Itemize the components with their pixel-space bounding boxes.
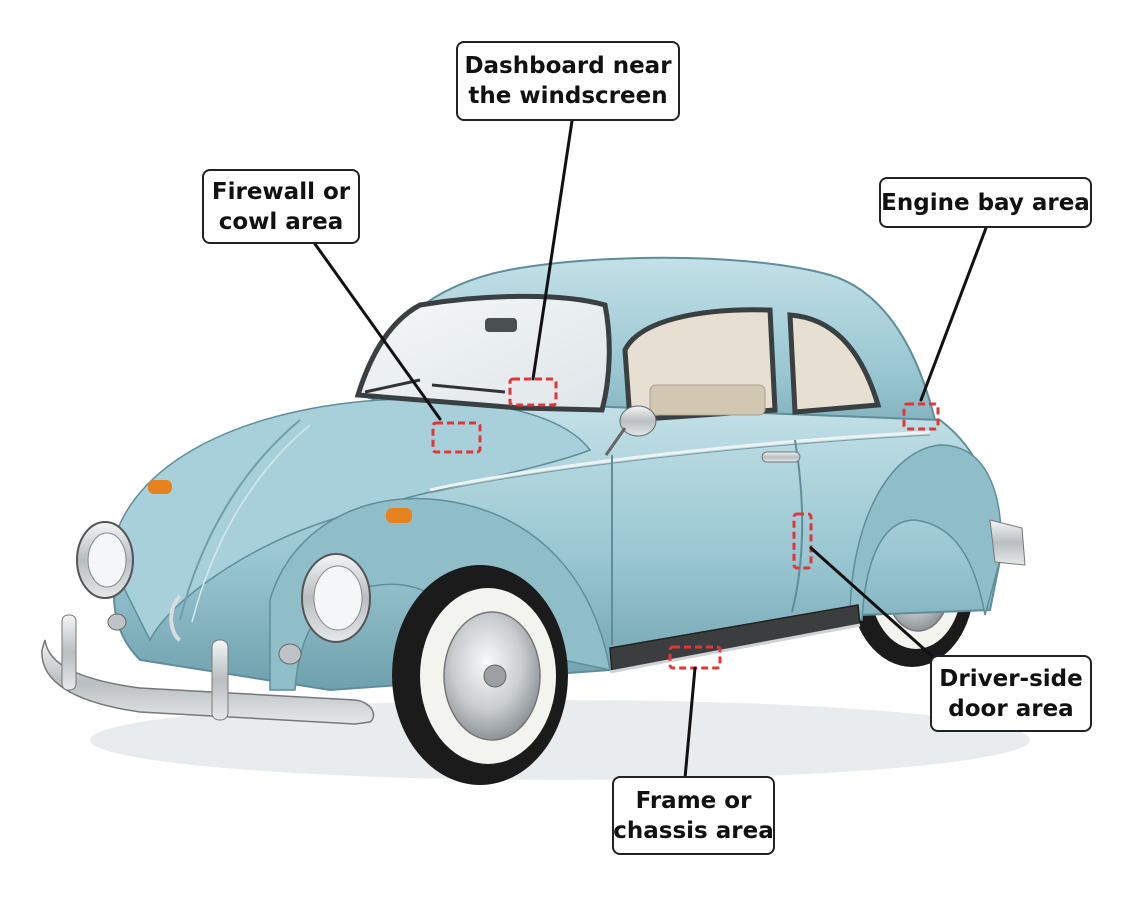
callout-line: Frame or (635, 787, 752, 814)
dashboard-marker (508, 377, 558, 407)
callout-line: door area (948, 695, 1074, 722)
engine-bay-leader (919, 226, 988, 402)
door-callout: Driver-side door area (930, 655, 1092, 732)
frame-leader (683, 666, 697, 780)
dashboard-leader (531, 119, 574, 381)
callout-line: Dashboard near (464, 53, 672, 79)
door-marker (792, 512, 813, 570)
engine-bay-callout: Engine bay area (879, 177, 1092, 228)
callout-line: Engine bay area (881, 189, 1090, 216)
bumpers (41, 519, 1026, 725)
engine-bay-marker (902, 402, 940, 431)
front-details (76, 480, 412, 665)
callout-line: chassis area (613, 817, 774, 844)
firewall-leader (313, 242, 442, 421)
windscreen (354, 293, 612, 413)
callout-line: cowl area (218, 208, 344, 235)
dashboard-callout: Dashboard near the windscreen (456, 41, 680, 121)
callout-line: Firewall or (211, 178, 351, 205)
firewall-callout: Firewall or cowl area (202, 169, 360, 244)
leader-lines (313, 119, 988, 780)
callout-line: Driver-side (939, 665, 1083, 692)
frame-callout: Frame or chassis area (612, 776, 775, 855)
windows (354, 293, 882, 456)
rear-side-window (787, 312, 882, 415)
firewall-marker (431, 421, 482, 454)
door-leader (809, 546, 935, 659)
front-wheel (392, 565, 568, 785)
callout-line: the windscreen (468, 83, 668, 109)
